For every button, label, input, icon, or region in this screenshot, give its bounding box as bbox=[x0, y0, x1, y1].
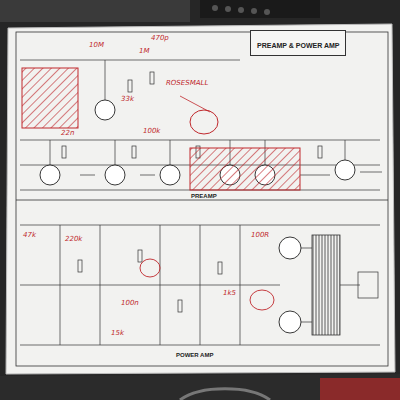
component-value: 1M bbox=[138, 48, 151, 55]
section-label: POWER AMP bbox=[175, 352, 214, 358]
component-value: 22n bbox=[60, 130, 75, 137]
component-value: 1k5 bbox=[222, 290, 237, 297]
component-value: 100n bbox=[120, 300, 140, 307]
component-value: 47k bbox=[22, 232, 37, 239]
component-value: 15k bbox=[110, 330, 125, 337]
component-value: 470p bbox=[150, 35, 170, 42]
component-value: 33k bbox=[120, 96, 135, 103]
component-value: 100R bbox=[250, 232, 270, 239]
component-value: 220k bbox=[64, 236, 83, 243]
title-block: PREAMP & POWER AMP bbox=[250, 30, 346, 56]
component-value: 10M bbox=[88, 42, 105, 49]
section-label: PREAMP bbox=[190, 193, 218, 199]
handwritten-note: ROSESMALL bbox=[165, 80, 209, 87]
component-value: 100k bbox=[142, 128, 161, 135]
title-text: PREAMP & POWER AMP bbox=[257, 42, 339, 49]
